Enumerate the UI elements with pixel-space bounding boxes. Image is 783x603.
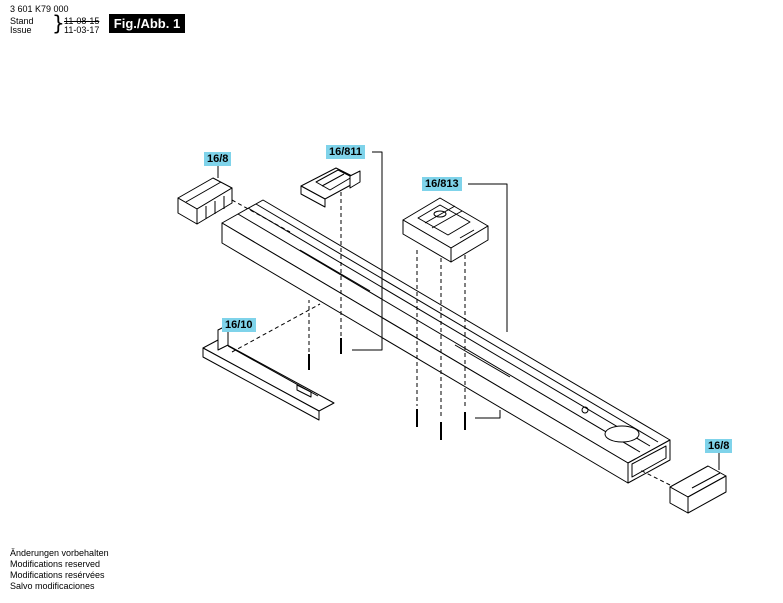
callout-side-rail: 16/10 (222, 318, 256, 332)
clamp-large (402, 197, 489, 263)
note-en: Modifications reserved (10, 559, 101, 569)
new-date: 11-03-17 (64, 25, 100, 35)
callout-clamp-large: 16/813 (422, 177, 462, 191)
side-rail (202, 324, 335, 421)
callout-clamp-small: 16/811 (326, 145, 366, 159)
stand-label: Stand (10, 16, 34, 26)
assembly-lines (231, 192, 671, 486)
main-rail (221, 199, 671, 484)
screws (308, 338, 466, 440)
callout-end-cap-left: 16/8 (204, 152, 232, 166)
note-es: Salvo modificaciones (10, 581, 95, 591)
part-number: 3 601 K79 000 (10, 4, 69, 14)
notes: Änderungen vorbehalten Modifications res… (10, 548, 109, 592)
figure-label: Fig./Abb. 1 (109, 14, 185, 33)
note-fr: Modifications resérvées (10, 570, 105, 580)
brace-symbol: } (52, 11, 65, 35)
old-date: 11-08-15 (64, 16, 100, 26)
issue-label: Issue (10, 25, 32, 35)
note-de: Änderungen vorbehalten (10, 548, 109, 558)
end-cap-right (669, 465, 727, 514)
leader-lines (217, 151, 720, 470)
clamp-small (300, 167, 361, 208)
callout-end-cap-right: 16/8 (705, 439, 733, 453)
end-cap-left (177, 177, 233, 225)
